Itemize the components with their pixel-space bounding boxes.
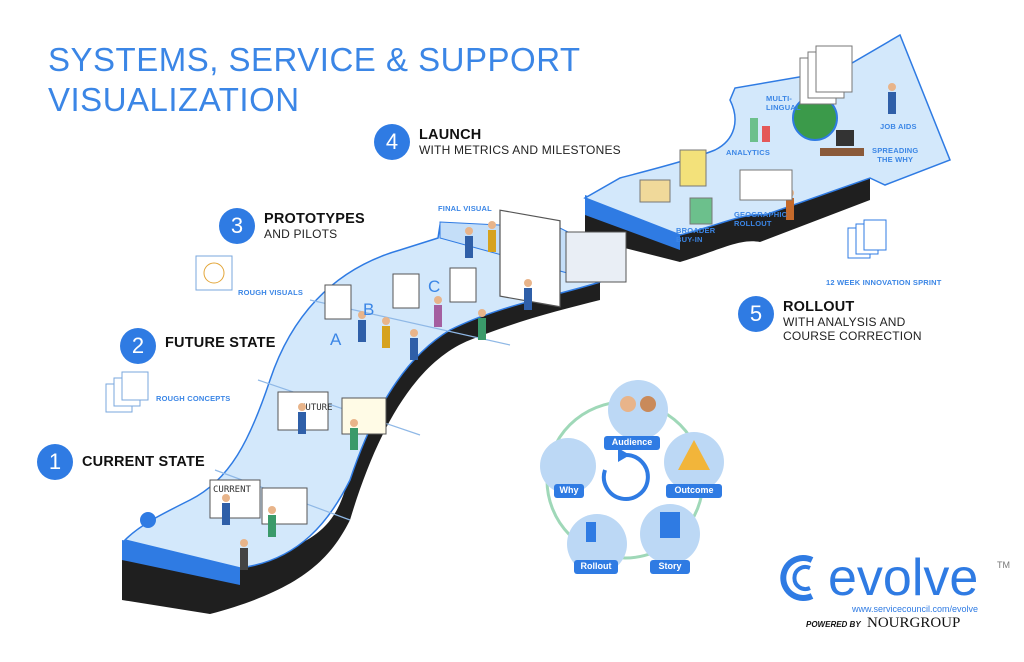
stage-subtitle-2: COURSE CORRECTION	[783, 329, 922, 343]
label-multilingual-2: LINGUAL	[766, 103, 801, 112]
prototype-letter-b: B	[363, 300, 375, 319]
board-future-text: FUTURE	[300, 403, 333, 413]
stage-title: PROTOTYPES	[264, 211, 365, 227]
rollout-bars-icon	[586, 522, 596, 542]
stage-4: 4 LAUNCH WITH METRICS AND MILESTONES	[374, 124, 621, 160]
title-line-2: VISUALIZATION	[48, 81, 300, 118]
evolve-logo-word: evolve	[828, 549, 979, 607]
people-figures	[140, 83, 896, 570]
prototype-letter-a: A	[330, 330, 342, 349]
label-rough-visuals: ROUGH VISUALS	[238, 288, 304, 297]
audience-person-icon-1	[620, 396, 636, 412]
evolve-logo-icon	[780, 555, 814, 601]
stage-2: 2 FUTURE STATE	[120, 328, 276, 364]
node-audience	[608, 380, 668, 440]
page-title: SYSTEMS, SERVICE & SUPPORT VISUALIZATION	[48, 40, 581, 120]
label-spreading: SPREADING THE WHY	[872, 146, 918, 164]
job-aids-desk	[820, 130, 864, 156]
label-rough-concepts: ROUGH CONCEPTS	[156, 394, 231, 403]
final-visual-board	[499, 209, 627, 308]
story-book-icon	[660, 512, 680, 538]
stage-title: CURRENT STATE	[82, 454, 205, 470]
label-geo-1: GEOGRAPHIC	[734, 210, 788, 219]
future-state-boards: FUTURE	[277, 391, 387, 435]
label-broader-buy-in: BROADER BUY-IN	[676, 226, 715, 244]
outcome-pyramid-icon	[678, 440, 710, 470]
label-broader-2: BUY-IN	[676, 235, 703, 244]
powered-by-label: POWERED BY	[806, 620, 861, 629]
stage-title: LAUNCH	[419, 127, 482, 143]
cycle-refresh-icon	[601, 452, 650, 501]
stage-title: FUTURE STATE	[165, 335, 276, 351]
rough-visuals-sketch	[195, 255, 233, 291]
stage-number: 4	[374, 124, 410, 160]
stage-subtitle: AND PILOTS	[264, 227, 338, 241]
node-rollout	[567, 514, 627, 574]
stage-number: 1	[37, 444, 73, 480]
label-multilingual-1: MULTI-	[766, 94, 793, 103]
node-why	[540, 438, 596, 494]
cycle-label-story: Story	[658, 561, 682, 571]
cycle-label-audience: Audience	[611, 437, 653, 447]
label-geo-2: ROLLOUT	[734, 219, 772, 228]
cycle-label-why: Why	[559, 485, 579, 495]
logo-tm: TM	[997, 560, 1010, 570]
logo-url: www.servicecouncil.com/evolve	[852, 604, 979, 614]
step-divider-2	[257, 379, 421, 436]
label-broader-1: BROADER	[676, 226, 716, 235]
rollout-buildings	[639, 118, 793, 225]
cycle-label-rollout: Rollout	[580, 561, 612, 571]
stage-number: 5	[738, 296, 774, 332]
label-job-aids: JOB AIDS	[880, 122, 917, 131]
label-analytics: ANALYTICS	[726, 148, 771, 157]
cycle-label-outcome: Outcome	[674, 485, 714, 495]
multilingual-cards	[799, 45, 853, 105]
label-sprint: 12 WEEK INNOVATION SPRINT	[826, 278, 942, 287]
stage-title: ROLLOUT	[783, 299, 855, 315]
title-line-1: SYSTEMS, SERVICE & SUPPORT	[48, 41, 581, 78]
label-final-visual: FINAL VISUAL	[438, 204, 492, 213]
cycle-diagram	[540, 380, 724, 574]
rough-concepts-sketch	[105, 371, 149, 413]
stage-3: 3 PROTOTYPES AND PILOTS	[219, 208, 365, 244]
nourgroup-logo: NOURGROUP	[867, 615, 961, 631]
staircase-side-wall	[122, 540, 240, 585]
stage-1: 1 CURRENT STATE	[37, 444, 205, 480]
stage-5: 5 ROLLOUT WITH ANALYSIS AND COURSE CORRE…	[738, 296, 922, 343]
board-current-text: CURRENT	[213, 485, 252, 495]
label-spreading-1: SPREADING	[872, 146, 919, 155]
cycle-arrow-icon	[618, 448, 630, 462]
prototype-letter-c: C	[428, 277, 441, 296]
prototype-boards	[324, 267, 477, 320]
rollout-side-wall	[585, 195, 680, 250]
stage-subtitle: WITH ANALYSIS AND	[783, 315, 906, 329]
audience-person-icon-2	[640, 396, 656, 412]
stage-number: 3	[219, 208, 255, 244]
label-multilingual: MULTI- LINGUAL	[766, 94, 801, 112]
stage-number: 2	[120, 328, 156, 364]
stage-subtitle: WITH METRICS AND MILESTONES	[419, 143, 621, 157]
label-geographic-rollout: GEOGRAPHIC ROLLOUT	[734, 210, 787, 228]
sprint-pages	[847, 219, 887, 259]
label-spreading-2: THE WHY	[877, 155, 914, 164]
